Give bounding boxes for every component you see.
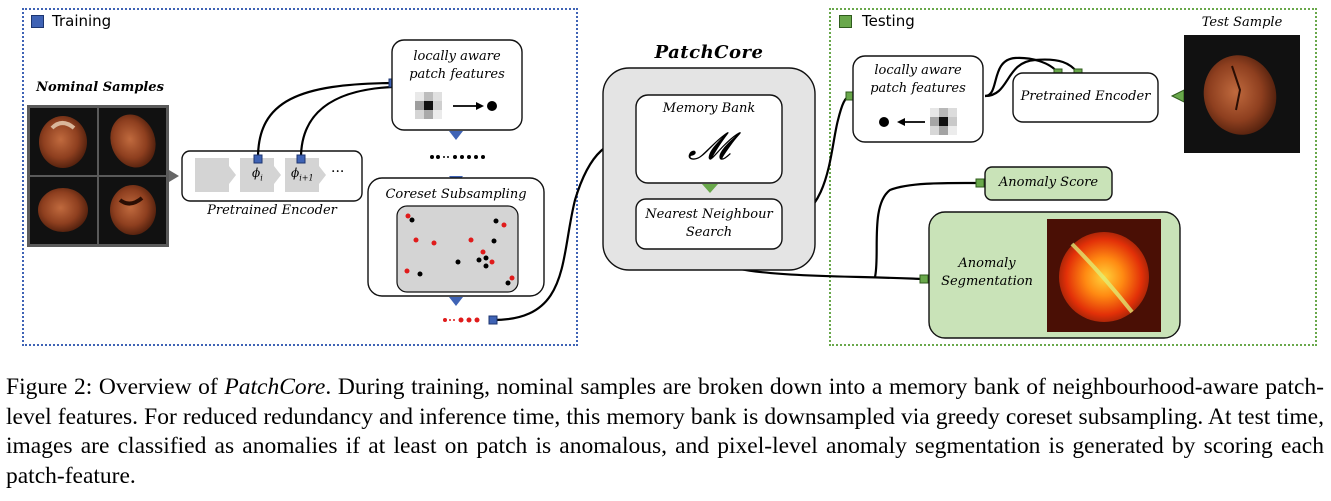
testing-title: Testing: [862, 12, 915, 30]
patch-grid-train: [415, 92, 442, 119]
anomaly-segmentation-label: Anomaly Segmentation: [941, 256, 1033, 289]
nominal-samples-label: Nominal Samples: [36, 80, 164, 95]
training-legend-square: [31, 15, 44, 28]
anomaly-score-label: Anomaly Score: [998, 175, 1099, 190]
patch-features-train-label: locally aware patch features: [409, 49, 505, 82]
subsampled-stream: [443, 317, 480, 323]
training-panel: [22, 8, 578, 346]
training-title: Training: [52, 12, 112, 30]
testing-legend-square: [839, 15, 852, 28]
pretrained-encoder-test-label: Pretrained Encoder: [1020, 89, 1151, 104]
patch-features-test-label: locally aware patch features: [870, 63, 966, 96]
testing-panel: [829, 8, 1317, 346]
coreset-subsampling-label: Coreset Subsampling: [385, 187, 527, 202]
nominal-samples-grid: [27, 105, 169, 247]
coreset-points: [404, 213, 515, 286]
memory-bank-label: Memory Bank: [662, 101, 756, 116]
encoder-ellipsis: ···: [331, 164, 345, 180]
phi-next-label: ϕi+1: [291, 166, 314, 183]
memory-bank-symbol: 𝓜: [687, 124, 731, 168]
test-sample-label: Test Sample: [1201, 15, 1283, 30]
figure-caption: Figure 2: Overview of PatchCore. During …: [6, 374, 1324, 489]
pretrained-encoder-train-label: Pretrained Encoder: [207, 203, 337, 218]
phi-i-label: ϕi: [252, 166, 263, 183]
patchcore-title: PatchCore: [654, 42, 764, 63]
nearest-neighbour-search-label: Nearest Neighbour Search: [645, 207, 773, 240]
patch-grid-test: [930, 108, 957, 135]
